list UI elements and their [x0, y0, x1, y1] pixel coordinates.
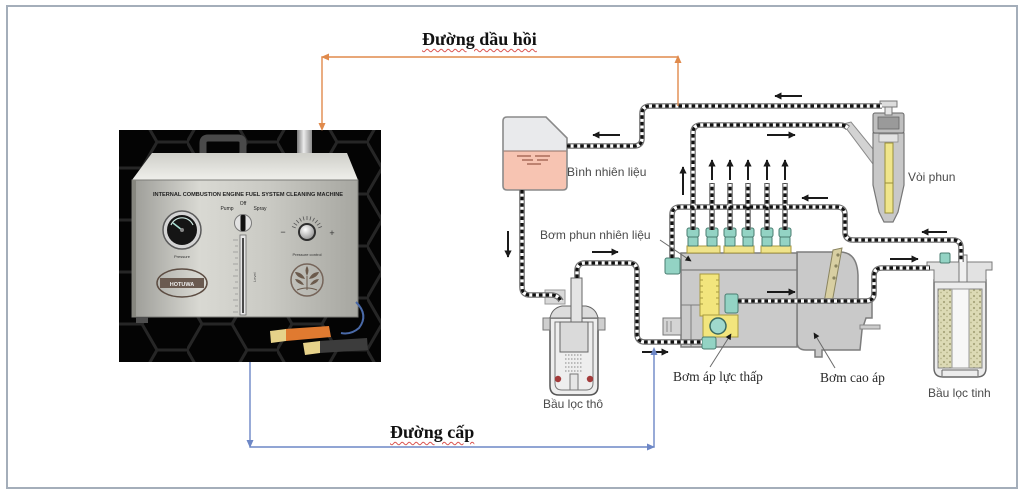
pipe-tank-to-coarse-filter [520, 188, 563, 303]
arrow-left-icon [321, 53, 329, 61]
label-fuel-tank: Bình nhiên liệu [567, 165, 647, 179]
label-low-pressure-pump: Bơm áp lực thấp [673, 369, 763, 384]
mode-switch [234, 214, 252, 232]
machine-top [132, 153, 358, 180]
leader-injection-pump [659, 239, 692, 262]
low-pressure-pump [699, 273, 739, 350]
supply-line-connector [246, 347, 658, 451]
delivery-valves [686, 227, 792, 254]
brand-badge [156, 268, 208, 298]
return-line-path [321, 56, 679, 128]
carry-handle [199, 134, 247, 156]
supply-line-path [249, 350, 655, 448]
control-scale-ticks [291, 216, 323, 229]
red-battery-clip [270, 326, 331, 343]
black-battery-clip [303, 338, 368, 355]
control-minus-sign: − [280, 227, 285, 237]
injector [842, 100, 905, 223]
leader-high-pressure-pump [813, 332, 836, 369]
arrow-right-icon [647, 443, 655, 451]
return-line-label: Đường dầu hồi [422, 29, 537, 49]
machine-title: INTERNAL COMBUSTION ENGINE FUEL SYSTEM C… [153, 192, 343, 198]
switch-label-pump: Pump [220, 206, 233, 212]
pressure-gauge [162, 210, 202, 250]
pump-end-plug [662, 317, 682, 336]
control-label: Pressure control [292, 252, 321, 257]
label-high-pressure-pump: Bơm cao áp [820, 370, 885, 385]
return-line-connector [318, 53, 682, 131]
fine-filter [926, 252, 993, 378]
brand-name: HOTUWA [170, 282, 194, 288]
level-label: Level [252, 272, 257, 282]
pump-inlet-fitting [664, 257, 681, 275]
gauge-label: Pressure [174, 254, 191, 259]
arrow-up-icon [674, 55, 682, 63]
pipe-injector-feed [691, 123, 850, 232]
label-fine-filter: Bầu lọc tinh [928, 386, 991, 400]
figure-frame [6, 5, 1018, 489]
label-injector: Vòi phun [908, 170, 956, 184]
machine-foot [136, 317, 148, 323]
eco-leaf-icon [290, 263, 324, 297]
flow-arrows [504, 92, 947, 356]
power-cable [340, 301, 365, 335]
high-pressure-pump-housing [796, 251, 873, 358]
cleaning-machine-photo: INTERNAL COMBUSTION ENGINE FUEL SYSTEM C… [119, 130, 381, 362]
switch-label-off: Off [240, 201, 247, 207]
arrow-down-icon [318, 123, 326, 131]
level-tube [233, 234, 247, 316]
supply-line-label: Đường cấp [390, 422, 475, 442]
label-coarse-filter: Bầu lọc thô [543, 397, 604, 411]
arrow-up-icon [650, 347, 658, 355]
label-injection-pump: Bơm phun nhiên liệu [540, 228, 651, 242]
leader-low-pressure-pump [709, 333, 732, 368]
label-leaders [659, 239, 836, 369]
switch-label-spray: Spray [253, 206, 267, 212]
control-plus-sign: + [329, 228, 334, 238]
arrow-down-icon [246, 440, 254, 448]
fuel-tank [502, 116, 568, 191]
pressure-control-knob [298, 223, 316, 241]
